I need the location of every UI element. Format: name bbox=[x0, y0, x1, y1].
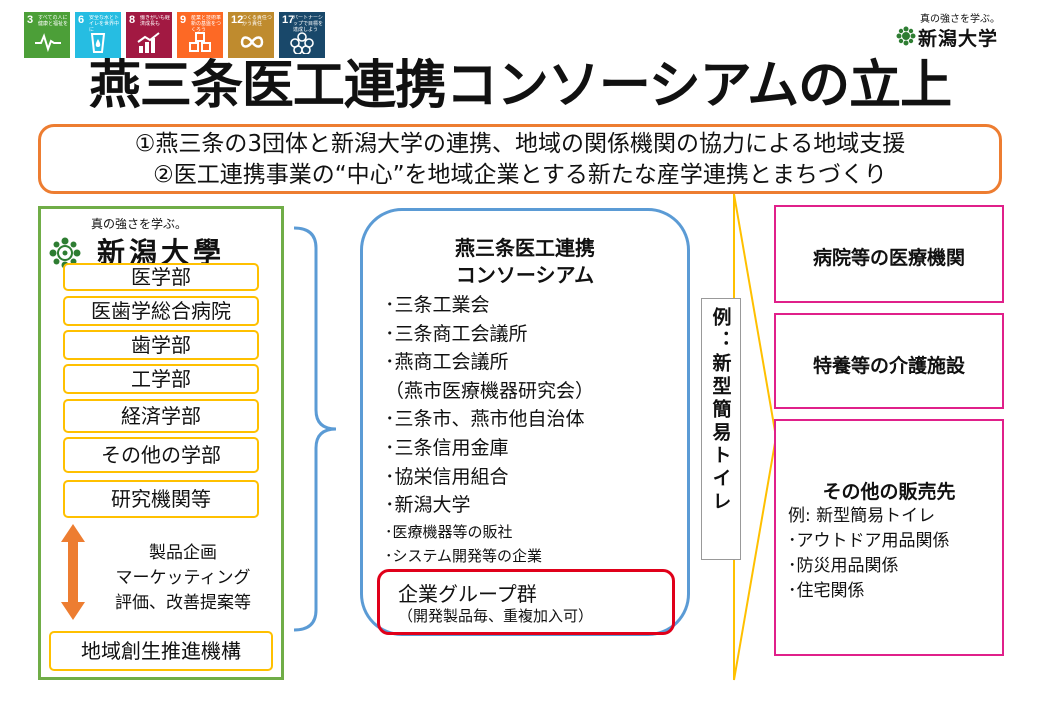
destination-item: ･アウトドア用品関係 bbox=[788, 531, 950, 551]
university-logo: 真の強さを学ぶ。 新潟大学 bbox=[890, 10, 1020, 54]
sdg-caption: 安全な水とトイレを世界中に bbox=[89, 15, 119, 33]
example-product-label: 例：新型簡易トイレ bbox=[701, 298, 741, 560]
objective-1: ①燕三条の3団体と新潟大学の連携、地域の関係機関の協力による地域支援 bbox=[134, 131, 906, 157]
sdg-icons: 3 すべての人に健康と福祉を 6 安全な水とトイレを世界中に 8 働きがいも経済… bbox=[24, 12, 325, 58]
destination-care-facilities: 特養等の介護施設 bbox=[774, 313, 1004, 409]
destination-hospitals: 病院等の医療機関 bbox=[774, 205, 1004, 303]
unit-medicine: 医学部 bbox=[63, 263, 259, 291]
sdg-12-icon: 12 つくる責任つかう責任 bbox=[228, 12, 274, 58]
destination-item: ･住宅関係 bbox=[788, 581, 865, 601]
destination-item: ･防災用品関係 bbox=[788, 556, 899, 576]
unit-economics: 経済学部 bbox=[63, 399, 259, 433]
group-note: （開発製品毎、重複加入可） bbox=[398, 607, 594, 625]
member-item: ･燕商工会議所 bbox=[385, 351, 509, 374]
unit-research-institutes: 研究機関等 bbox=[63, 480, 259, 518]
function-list: 製品企画 マーケッティング 評価、改善提案等 bbox=[93, 541, 273, 616]
example-product-text: 例：新型簡易トイレ bbox=[709, 307, 732, 514]
sdg-number: 6 bbox=[78, 14, 85, 26]
member-list: ･三条工業会 ･三条商工会議所 ･燕商工会議所 （燕市医療機器研究会） ･三条市… bbox=[385, 291, 594, 568]
destination-other: その他の販売先 例: 新型簡易トイレ ･アウトドア用品関係 ･防災用品関係 ･住… bbox=[774, 419, 1004, 656]
consortium-title-line: 燕三条医工連携 bbox=[455, 236, 595, 260]
destination-item: 例: 新型簡易トイレ bbox=[788, 506, 936, 526]
logo-tagline: 真の強さを学ぶ。 bbox=[920, 14, 1000, 25]
group-label: 企業グループ群 bbox=[398, 582, 537, 606]
sdg-number: 9 bbox=[180, 14, 187, 26]
sdg-caption: 働きがいも経済成長も bbox=[140, 15, 170, 27]
university-crest-icon bbox=[896, 26, 916, 46]
member-item: ･システム開発等の企業 bbox=[385, 546, 543, 565]
member-item: ･協栄信用組合 bbox=[385, 465, 509, 488]
sdg-8-icon: 8 働きがいも経済成長も bbox=[126, 12, 172, 58]
unit-other-faculties: その他の学部 bbox=[63, 437, 259, 473]
sdg-6-icon: 6 安全な水とトイレを世界中に bbox=[75, 12, 121, 58]
university-panel: 真の強さを学ぶ。 新潟大學 医学部 医歯学総合病院 歯学部 工学部 経済学部 そ… bbox=[38, 206, 284, 680]
consortium-title-line: コンソーシアム bbox=[455, 263, 595, 287]
logo-name: 新潟大学 bbox=[918, 28, 999, 50]
sdg-number: 12 bbox=[231, 14, 244, 26]
sdg-caption: 産業と技術革新の基盤をつくろう bbox=[191, 15, 221, 33]
sdg-number: 17 bbox=[282, 14, 295, 26]
destination-title: 病院等の医療機関 bbox=[812, 247, 965, 269]
function-item: マーケッティング bbox=[115, 568, 251, 588]
objective-2: ②医工連携事業の“中心”を地域企業とする新たな産学連携とまちづくり bbox=[153, 162, 887, 188]
double-arrow-icon bbox=[61, 524, 85, 620]
objectives-box: ①燕三条の3団体と新潟大学の連携、地域の関係機関の協力による地域支援 ②医工連携… bbox=[38, 124, 1002, 194]
sdg-number: 8 bbox=[129, 14, 136, 26]
water-drop-icon bbox=[90, 33, 106, 53]
partnership-flower-icon bbox=[290, 32, 314, 54]
cubes-icon bbox=[189, 32, 211, 52]
sdg-3-icon: 3 すべての人に健康と福祉を bbox=[24, 12, 70, 58]
company-group-box: 企業グループ群 （開発製品毎、重複加入可） bbox=[377, 569, 675, 635]
sdg-17-icon: 17 パートナーシップで目標を達成しよう bbox=[279, 12, 325, 58]
destination-title: その他の販売先 bbox=[822, 481, 956, 503]
unit-dentistry: 歯学部 bbox=[63, 330, 259, 360]
unit-hospital: 医歯学総合病院 bbox=[63, 296, 259, 326]
sdg-number: 3 bbox=[27, 14, 34, 26]
bracket-connector bbox=[293, 226, 337, 632]
sdg-9-icon: 9 産業と技術革新の基盤をつくろう bbox=[177, 12, 223, 58]
panel-logo-tagline: 真の強さを学ぶ。 bbox=[91, 217, 188, 231]
member-item: ･医療機器等の販社 bbox=[385, 522, 513, 541]
member-item: ･三条商工会議所 bbox=[385, 322, 528, 345]
sdg-caption: パートナーシップで目標を達成しよう bbox=[293, 15, 323, 33]
member-item: ･三条市、燕市他自治体 bbox=[385, 408, 585, 431]
member-item: ･新潟大学 bbox=[385, 494, 471, 517]
member-item: ･三条信用金庫 bbox=[385, 436, 509, 459]
function-item: 評価、改善提案等 bbox=[115, 593, 251, 613]
sdg-caption: つくる責任つかう責任 bbox=[242, 15, 272, 27]
heartbeat-icon bbox=[35, 33, 61, 52]
growth-chart-icon bbox=[137, 32, 160, 53]
unit-engineering: 工学部 bbox=[63, 364, 259, 394]
sdg-caption: すべての人に健康と福祉を bbox=[38, 15, 68, 27]
unit-regional-org: 地域創生推進機構 bbox=[49, 631, 273, 671]
destination-title: 特養等の介護施設 bbox=[812, 355, 965, 377]
page-title: 燕三条医工連携コンソーシアムの立上 bbox=[88, 56, 952, 116]
member-item: ･三条工業会 bbox=[385, 294, 490, 316]
infinity-icon bbox=[240, 36, 264, 48]
consortium-title: 燕三条医工連携 コンソーシアム bbox=[363, 235, 687, 289]
function-item: 製品企画 bbox=[149, 543, 217, 563]
member-item: （燕市医療機器研究会） bbox=[385, 379, 595, 402]
consortium-panel: 燕三条医工連携 コンソーシアム ･三条工業会 ･三条商工会議所 ･燕商工会議所 … bbox=[360, 208, 690, 636]
